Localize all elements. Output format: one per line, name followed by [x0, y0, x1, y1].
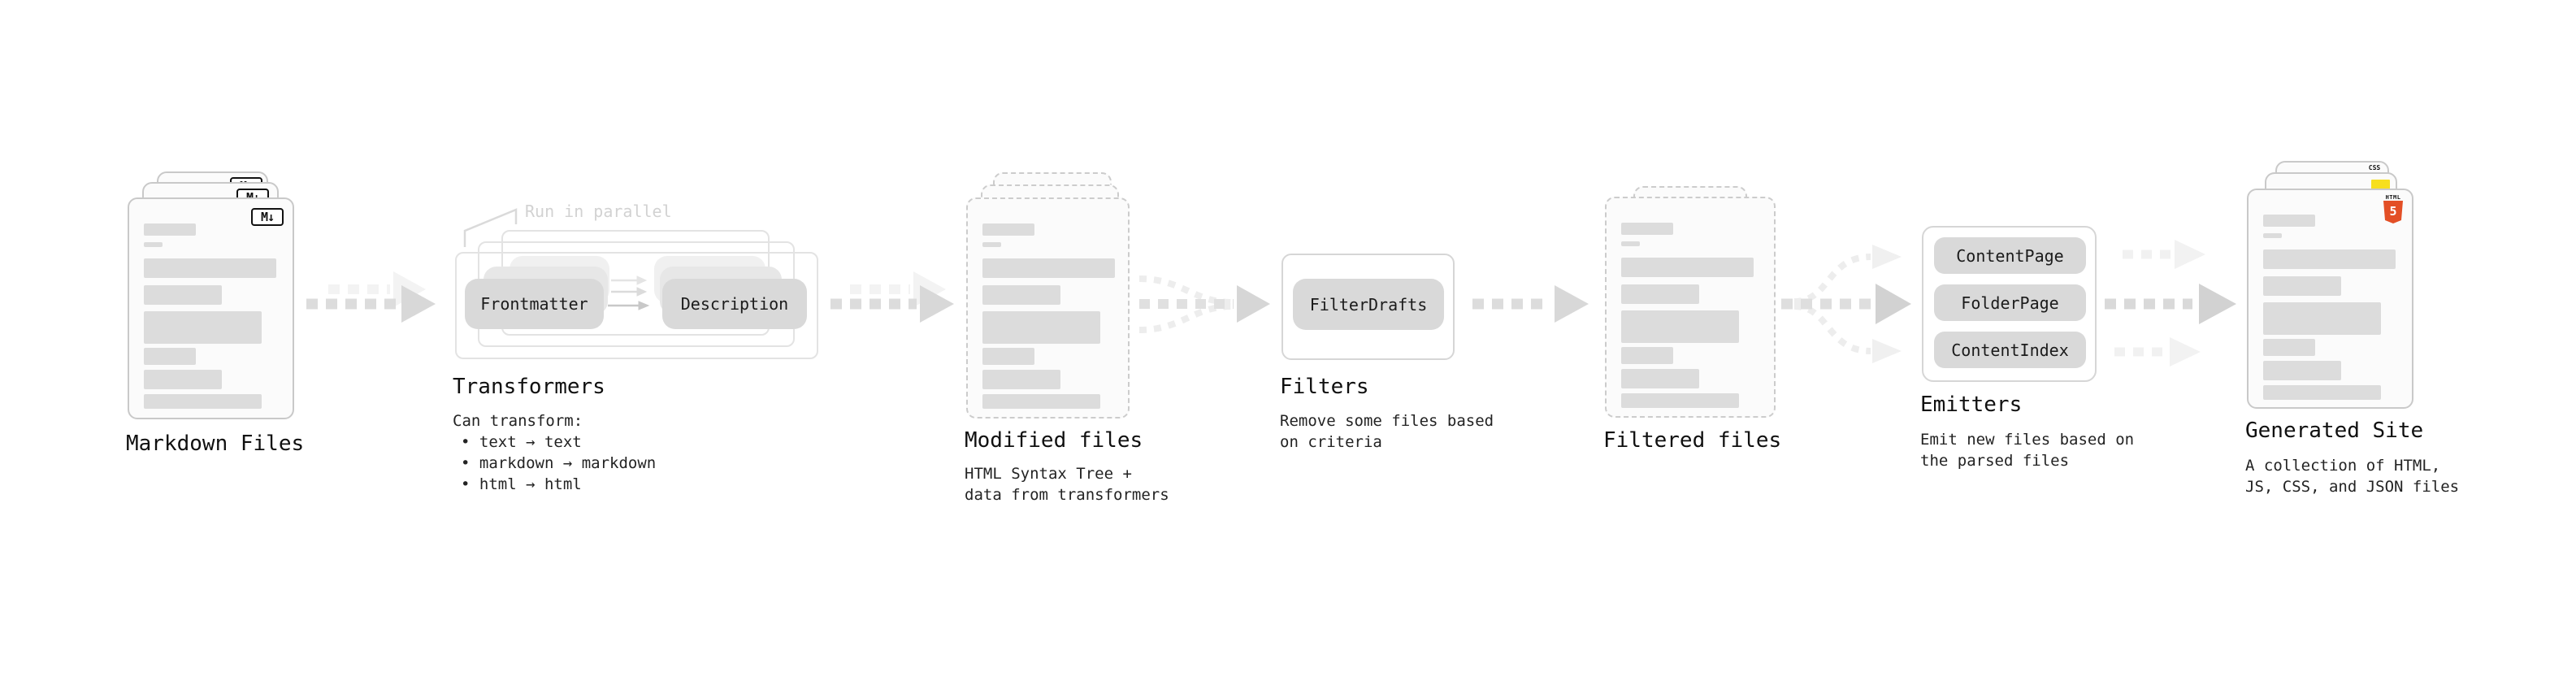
section-label-generated-site: Generated Site: [2245, 419, 2424, 443]
doc-content-bars: [982, 223, 1115, 409]
section-label-markdown-files: Markdown Files: [126, 432, 305, 456]
generated-file-front: HTML 5: [2247, 189, 2413, 409]
doc-content-bars: [2263, 215, 2396, 400]
markdown-file-front: M↓: [128, 197, 294, 419]
markdown-icon: M↓: [251, 208, 284, 226]
filterdrafts-chip: FilterDrafts: [1293, 279, 1444, 330]
arrow-transformers-to-modified: [830, 271, 954, 323]
section-label-filters: Filters: [1280, 375, 1369, 399]
caption-line: the parsed files: [1920, 452, 2070, 470]
caption-line: on criteria: [1280, 433, 1382, 451]
filtered-file-front: [1605, 197, 1776, 418]
bullet-item: • text → text: [461, 433, 582, 451]
html5-icon: HTML 5: [2383, 194, 2404, 228]
run-in-parallel-annotation: Run in parallel: [525, 202, 672, 221]
doc-content-bars: [144, 223, 276, 409]
section-label-modified-files: Modified files: [965, 428, 1143, 453]
arrows-emitters-to-generated: [2105, 240, 2236, 367]
modified-file-front: [966, 197, 1130, 419]
modified-files-caption: HTML Syntax Tree + data from transformer…: [965, 463, 1169, 505]
arrow-filters-to-filtered: [1472, 285, 1589, 323]
doc-content-bars: [1621, 223, 1754, 408]
transformers-caption: Can transform: • text → text • markdown …: [453, 410, 656, 495]
caption-line: Emit new files based on: [1920, 431, 2135, 449]
filters-caption: Remove some files based on criteria: [1280, 410, 1494, 453]
caption-line: Remove some files based: [1280, 412, 1494, 430]
caption-line: HTML Syntax Tree +: [965, 465, 1132, 483]
svg-text:5: 5: [2389, 204, 2396, 219]
contentindex-chip: ContentIndex: [1934, 332, 2086, 368]
js-icon: [2371, 180, 2390, 189]
section-label-filtered-files: Filtered files: [1603, 428, 1782, 453]
caption-line: Can transform:: [453, 412, 583, 430]
arrow-modified-to-filters-merge: [1138, 275, 1270, 333]
emitters-caption: Emit new files based on the parsed files: [1920, 429, 2134, 471]
arrow-filtered-to-emitters-fanout: [1781, 245, 1911, 363]
section-label-emitters: Emitters: [1920, 393, 2023, 417]
contentpage-chip: ContentPage: [1934, 237, 2086, 274]
frontmatter-chip: Frontmatter: [465, 279, 604, 329]
folderpage-chip: FolderPage: [1934, 284, 2086, 321]
caption-line: data from transformers: [965, 486, 1169, 504]
bullet-item: • html → html: [461, 475, 582, 493]
description-chip: Description: [662, 279, 807, 329]
generated-site-caption: A collection of HTML, JS, CSS, and JSON …: [2245, 455, 2459, 497]
section-label-transformers: Transformers: [453, 375, 605, 399]
bullet-item: • markdown → markdown: [461, 454, 657, 472]
arrow-markdown-to-transformers: [306, 271, 436, 323]
html5-shield: 5: [2383, 201, 2403, 223]
caption-line: A collection of HTML,: [2245, 457, 2441, 475]
caption-line: JS, CSS, and JSON files: [2245, 478, 2460, 496]
transformer-outline-front: [455, 252, 818, 359]
